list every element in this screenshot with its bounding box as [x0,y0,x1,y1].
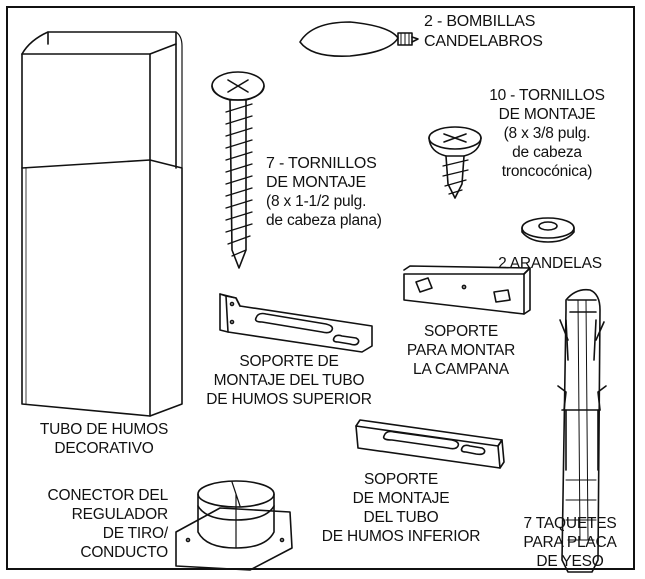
label-line: 7 - TORNILLOS [266,155,377,172]
label-line: CANDELABROS [424,33,543,50]
label-line: (8 x 3/8 pulg. [503,125,591,142]
label-line: CONECTOR DEL [47,487,169,504]
lower-flue-bracket [355,419,505,469]
label-decorative-flue: TUBO DE HUMOS DECORATIVO [14,420,194,458]
label-line: REGULADOR [71,506,169,523]
label-line: DE HUMOS SUPERIOR [206,391,372,408]
label-line: DECORATIVO [54,440,154,457]
label-line: DE MONTAJE [498,106,596,123]
flat-head-screw-icon [211,71,265,269]
label-line: SOPORTE DE [239,353,339,370]
label-line: SOPORTE [423,323,499,340]
damper-duct-connector [175,480,293,571]
label-upper-flue-bracket: SOPORTE DE MONTAJE DEL TUBO DE HUMOS SUP… [186,352,392,409]
pan-head-screw-icon [428,126,482,199]
label-line: de cabeza [512,144,582,161]
label-line: 10 - TORNILLOS [489,87,605,104]
drywall-anchor-icon [557,288,607,573]
candelabra-bulb-icon [299,21,419,58]
label-line: MONTAJE DEL TUBO [213,372,365,389]
label-line: 2 - BOMBILLAS [424,13,536,30]
label-line: LA CAMPANA [413,361,509,378]
decorative-flue [21,31,183,417]
label-hood-bracket: SOPORTE PARA MONTAR LA CAMPANA [384,322,538,379]
hood-mounting-bracket [403,265,531,315]
diagram-frame [6,6,635,570]
label-line: TUBO DE HUMOS [39,421,169,438]
label-line: SOPORTE [363,471,439,488]
label-washers: 2 ARANDELAS [480,254,620,273]
label-line: DE MONTAJE [266,174,366,191]
label-line: DE TIRO/ [102,525,168,542]
label-bulbs: 2 - BOMBILLAS CANDELABROS [424,12,543,52]
label-line: (8 x 1-1/2 pulg. [266,193,367,210]
label-line: 7 TAQUETES [523,515,617,532]
label-line: DE MONTAJE [352,490,450,507]
upper-flue-bracket [219,293,373,353]
label-lower-flue-bracket: SOPORTE DE MONTAJE DEL TUBO DE HUMOS INF… [294,470,508,546]
washer-icon [521,217,575,243]
label-line: PARA MONTAR [406,342,516,359]
label-line: PARA PLACA [523,534,617,551]
label-damper-connector: CONECTOR DEL REGULADOR DE TIRO/ CONDUCTO [12,486,169,562]
label-flat-screws: 7 - TORNILLOS DE MONTAJE (8 x 1-1/2 pulg… [266,154,382,230]
label-line: 2 ARANDELAS [498,255,602,272]
label-line: troncocónica) [501,163,593,180]
label-drywall-anchors: 7 TAQUETES PARA PLACA DE YESO [506,514,634,571]
label-line: DEL TUBO [363,509,439,526]
label-line: CONDUCTO [80,544,168,561]
label-line: DE YESO [536,553,604,570]
label-line: de cabeza plana) [266,212,382,229]
label-line: DE HUMOS INFERIOR [321,528,481,545]
label-pan-screws: 10 - TORNILLOS DE MONTAJE (8 x 3/8 pulg.… [468,86,626,181]
